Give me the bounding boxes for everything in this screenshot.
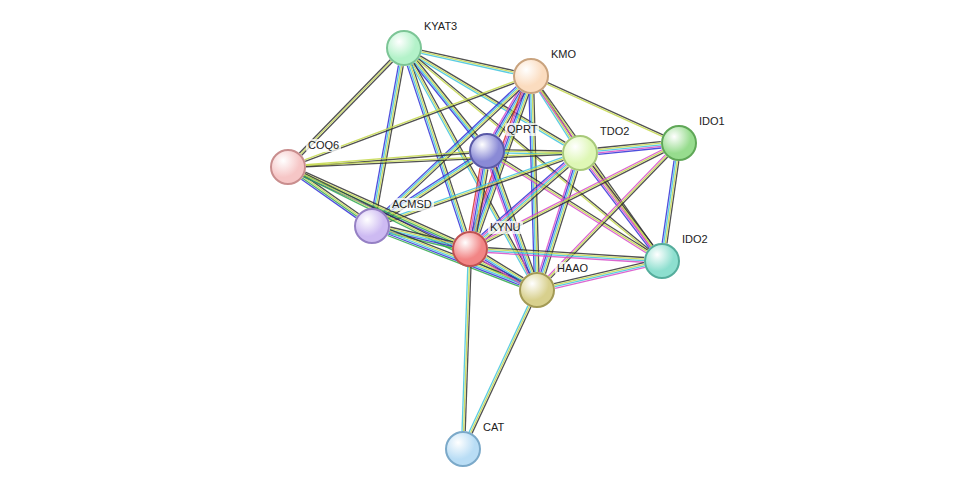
interaction-edge <box>469 168 488 232</box>
evidence-line <box>301 61 392 154</box>
evidence-line <box>472 307 531 433</box>
evidence-line <box>469 168 480 231</box>
protein-label: CAT <box>481 421 506 434</box>
evidence-line <box>667 161 679 243</box>
interaction-edge <box>303 174 521 284</box>
evidence-line <box>303 177 452 244</box>
evidence-line <box>554 263 644 284</box>
evidence-line <box>383 87 516 212</box>
evidence-line <box>421 53 513 73</box>
protein-node: KYNU <box>452 231 488 267</box>
evidence-line <box>388 163 473 218</box>
evidence-line <box>505 150 562 151</box>
evidence-line <box>389 231 520 282</box>
protein-node: HAAO <box>519 272 555 308</box>
evidence-line <box>419 59 564 146</box>
evidence-line <box>302 62 393 155</box>
protein-node: ACMSD <box>354 208 390 244</box>
evidence-line <box>386 89 519 214</box>
evidence-line <box>306 153 562 165</box>
protein-node: KMO <box>513 58 549 94</box>
protein-node: COQ6 <box>270 149 306 185</box>
protein-node: CAT <box>445 431 481 467</box>
interaction-edge <box>554 263 645 289</box>
interaction-edge <box>598 142 662 155</box>
protein-node: IDO1 <box>661 125 697 161</box>
protein-label: ACMSD <box>390 198 434 211</box>
interaction-edge <box>488 248 644 263</box>
interaction-edge <box>484 256 524 284</box>
evidence-line <box>376 66 402 209</box>
interaction-edge <box>421 50 514 73</box>
evidence-line <box>385 88 518 213</box>
evidence-line <box>462 267 468 431</box>
protein-node: QPRT <box>469 133 505 169</box>
evidence-line <box>662 160 674 242</box>
protein-label: KYNU <box>488 221 523 234</box>
interaction-edge <box>419 56 566 145</box>
protein-label: KMO <box>549 48 578 61</box>
protein-label: COQ6 <box>306 139 341 152</box>
interaction-edge <box>373 65 403 208</box>
protein-node: IDO2 <box>644 243 680 279</box>
protein-label: TDO2 <box>598 125 631 138</box>
evidence-line <box>378 66 404 209</box>
evidence-line <box>485 258 521 280</box>
evidence-line <box>488 251 644 261</box>
evidence-line <box>598 148 661 154</box>
interaction-edge <box>481 162 568 239</box>
interaction-edge <box>462 267 471 431</box>
protein-label: IDO1 <box>697 115 727 128</box>
evidence-line <box>483 164 566 236</box>
evidence-line <box>664 161 676 243</box>
evidence-line <box>471 168 482 231</box>
evidence-line <box>469 306 528 432</box>
evidence-line <box>505 151 562 152</box>
protein-label: HAAO <box>555 262 590 275</box>
evidence-line <box>665 161 677 243</box>
evidence-line <box>374 66 400 209</box>
interaction-edge <box>388 230 522 287</box>
evidence-line <box>388 157 562 218</box>
evidence-line <box>488 253 644 263</box>
evidence-line <box>484 261 520 283</box>
evidence-line <box>485 260 521 282</box>
interaction-edge <box>299 60 392 155</box>
protein-node: TDO2 <box>562 135 598 171</box>
interaction-edge <box>469 306 531 434</box>
protein-label: QPRT <box>505 123 539 136</box>
evidence-line <box>389 159 563 220</box>
evidence-line <box>373 65 399 208</box>
evidence-line <box>419 57 564 144</box>
protein-label: IDO2 <box>680 233 710 246</box>
evidence-line <box>386 159 471 214</box>
evidence-line <box>387 160 472 215</box>
interaction-edge <box>303 172 454 244</box>
interaction-edge <box>306 153 562 167</box>
interaction-edge <box>386 159 473 218</box>
evidence-line <box>299 60 390 153</box>
evidence-line <box>539 92 569 139</box>
protein-node: KYAT3 <box>386 30 422 66</box>
evidence-line <box>529 94 534 272</box>
protein-label: KYAT3 <box>422 20 459 33</box>
evidence-line <box>471 306 530 432</box>
evidence-line <box>306 155 562 167</box>
interaction-edge <box>662 160 679 243</box>
evidence-line <box>388 162 473 217</box>
evidence-line <box>486 257 522 279</box>
